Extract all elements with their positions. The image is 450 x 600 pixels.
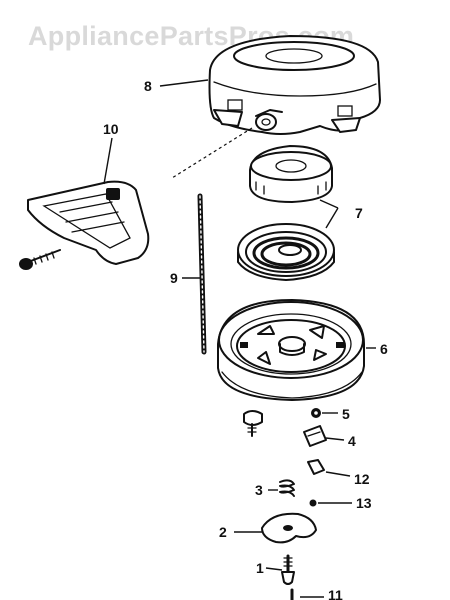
part-12-pawl[interactable]	[307, 459, 325, 475]
leader-1	[265, 567, 283, 571]
callout-11: 11	[328, 587, 343, 600]
leader-10	[103, 137, 113, 185]
part-3-spring[interactable]	[279, 479, 295, 497]
callout-2: 2	[219, 524, 227, 540]
callout-8: 8	[144, 78, 152, 94]
callout-6: 6	[380, 341, 388, 357]
callout-12: 12	[354, 471, 370, 487]
part-13-ball[interactable]	[309, 499, 317, 507]
callout-13: 13	[356, 495, 372, 511]
callout-3: 3	[255, 482, 263, 498]
callout-9: 9	[170, 270, 178, 286]
part-7-recoil-spring-cover[interactable]	[249, 145, 333, 203]
leader-12	[325, 471, 351, 477]
rope-path-line	[171, 127, 253, 179]
leader-8	[159, 79, 209, 87]
callout-5: 5	[342, 406, 350, 422]
part-6-rope-pulley[interactable]	[217, 299, 365, 401]
callout-10: 10	[103, 121, 119, 137]
part-7-recoil-spring[interactable]	[237, 223, 335, 281]
part-5-nut[interactable]	[311, 408, 321, 418]
leader-4	[325, 437, 345, 441]
part-9-starter-rope[interactable]	[197, 193, 207, 355]
part-4-plate[interactable]	[303, 425, 327, 447]
callout-4: 4	[348, 433, 356, 449]
part-10-starter-handle[interactable]	[19, 180, 150, 270]
leader-7	[319, 199, 339, 229]
part-1-screw[interactable]	[281, 554, 295, 585]
part-2-retainer[interactable]	[261, 512, 317, 544]
part-8-starter-housing[interactable]	[208, 35, 381, 135]
callout-1: 1	[256, 560, 264, 576]
pulley-hub-screw[interactable]	[243, 410, 263, 437]
callout-7: 7	[355, 205, 363, 221]
